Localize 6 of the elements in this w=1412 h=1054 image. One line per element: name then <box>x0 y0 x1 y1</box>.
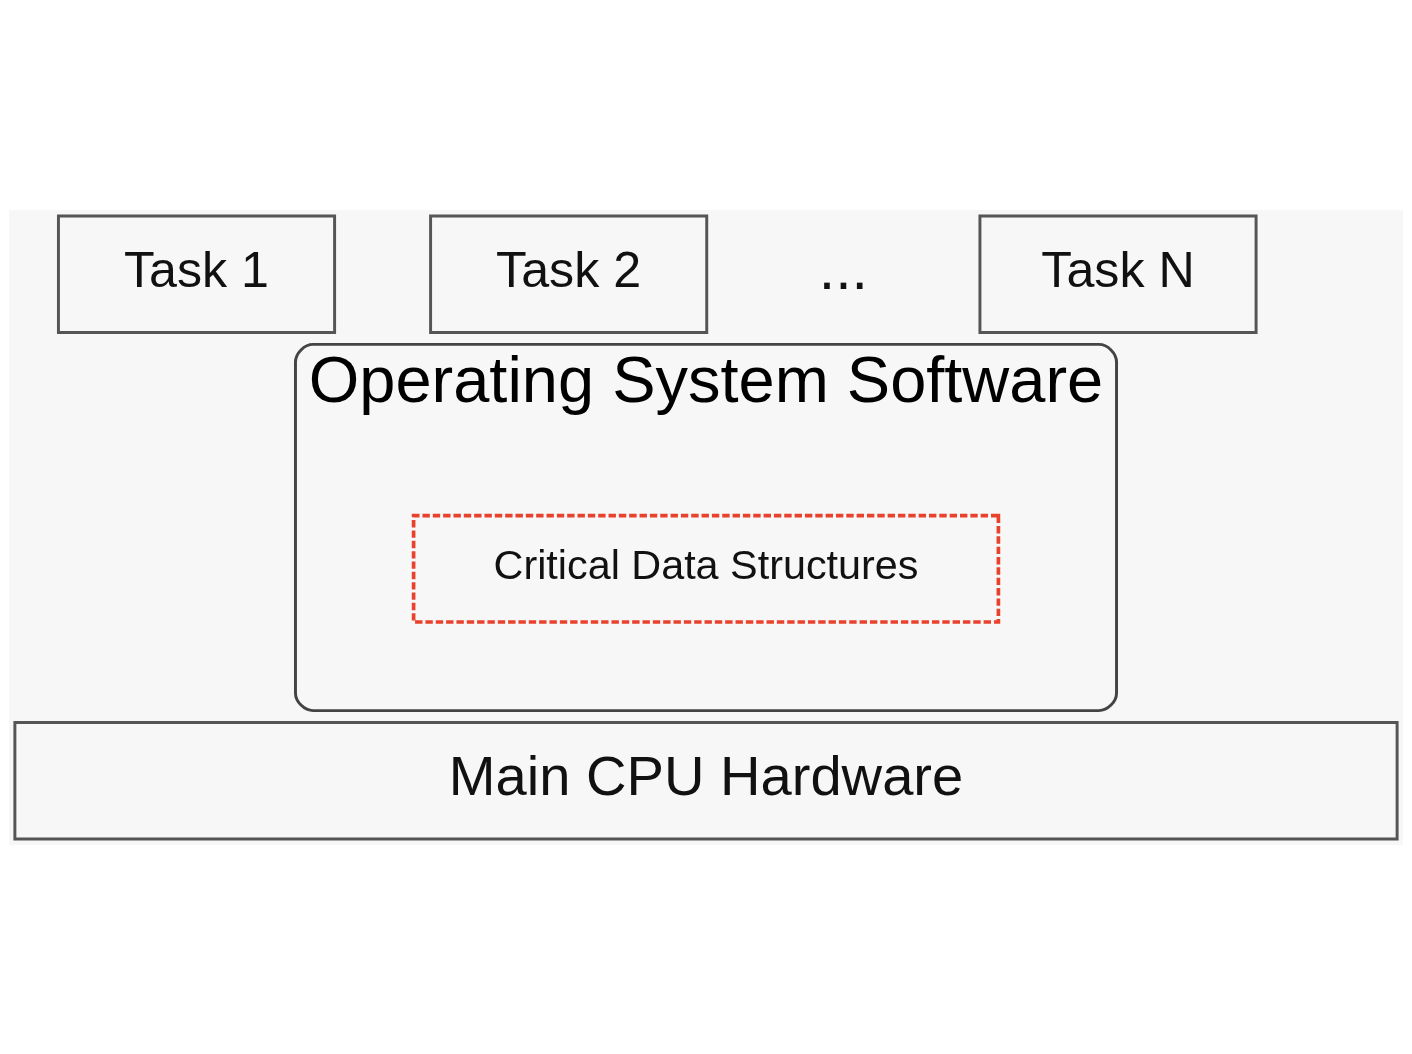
node-box: Task 1 <box>56 213 337 334</box>
node-box: Task N <box>978 213 1258 334</box>
node-box: Main CPU Hardware <box>13 720 1399 841</box>
node-box: Critical Data Structures <box>411 513 1001 624</box>
node-box: Task 2 <box>429 213 709 334</box>
label: ... <box>818 235 868 302</box>
